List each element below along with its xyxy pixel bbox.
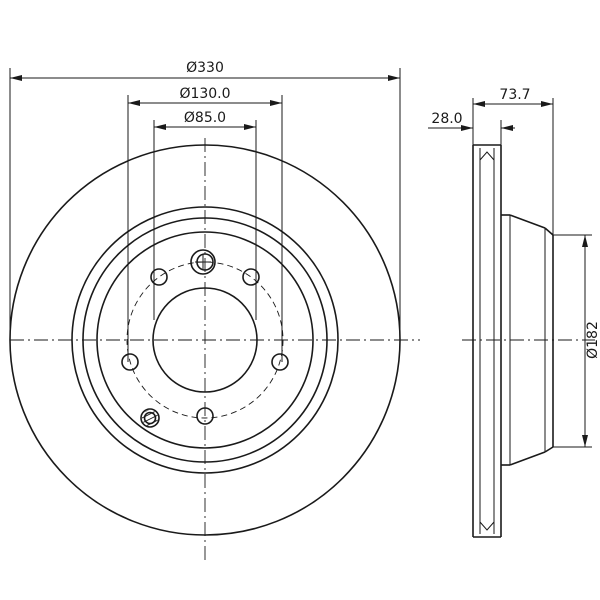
- friction-ring-section: [472, 144, 502, 538]
- front-view: Ø330 Ø130.0 Ø85.0: [9, 60, 420, 560]
- hat-diameter-dimension: Ø182: [553, 234, 600, 448]
- bolt-hole-lower-left: [121, 353, 139, 371]
- disc-thickness-label: 28.0: [431, 111, 462, 127]
- overall-height-dimension: 73.7: [472, 87, 554, 235]
- bolt-hole-lower-right: [271, 353, 289, 371]
- hub-screw-top: [190, 249, 216, 275]
- bolt-circle: [126, 261, 284, 419]
- side-view: 73.7 28.0 Ø182: [428, 87, 600, 538]
- bolt-circle-diameter-dimension: Ø130.0: [127, 86, 283, 362]
- overall-height-label: 73.7: [499, 87, 530, 103]
- bolt-hole-upper-left: [150, 268, 168, 286]
- hat-inner-edge: [82, 217, 328, 463]
- hub-face-edge: [96, 231, 314, 449]
- hat-section: [501, 214, 554, 466]
- disc-thickness-dimension: 28.0: [428, 111, 515, 145]
- hat-diameter-label: Ø182: [585, 321, 600, 359]
- bolt-circle-diameter-label: Ø130.0: [179, 86, 230, 102]
- bolt-hole-upper-right: [242, 268, 260, 286]
- outer-diameter-label: Ø330: [186, 60, 224, 76]
- center-bore-diameter-dimension: Ø85.0: [153, 110, 257, 320]
- center-bore-diameter-label: Ø85.0: [184, 110, 226, 126]
- locating-screw: [140, 408, 160, 428]
- bolt-hole-bottom: [196, 407, 214, 425]
- outer-diameter-dimension: Ø330: [9, 60, 401, 340]
- center-bore: [152, 287, 258, 393]
- hat-outer-edge: [71, 206, 339, 474]
